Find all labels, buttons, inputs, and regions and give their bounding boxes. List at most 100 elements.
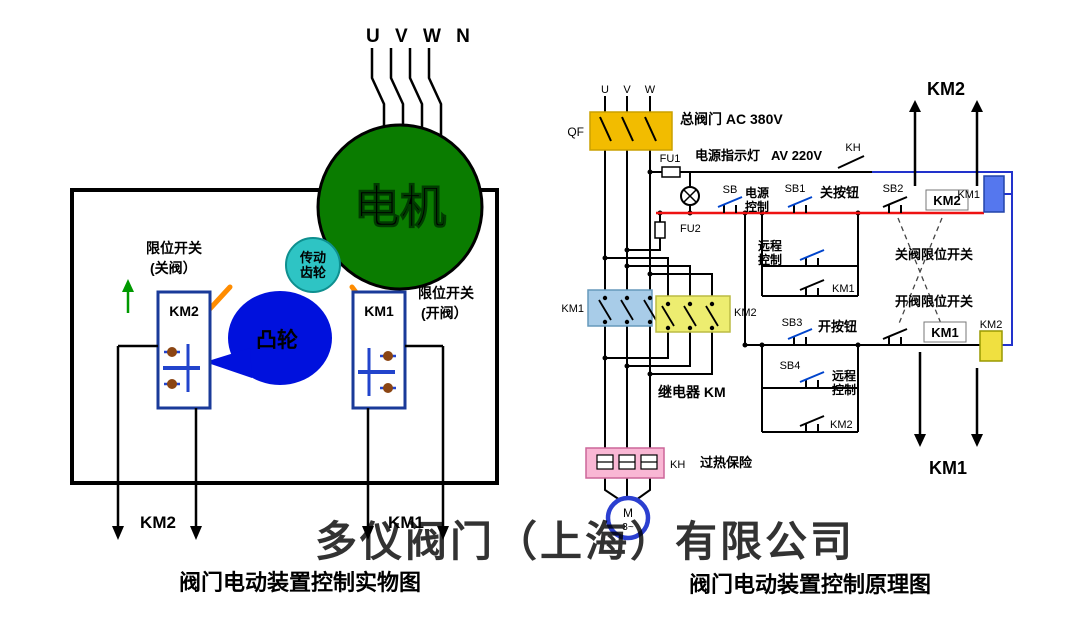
km1-hold-contact [799,279,825,296]
kh-top-label: KH [845,142,860,154]
remote2-line1: 远程 [832,368,856,383]
km2-coil [979,330,1003,362]
sb1-contact [787,196,813,213]
km2-hold-contact [799,415,825,432]
gear-label-line1: 传动 [299,250,326,265]
km1-coil-label: KM1 [957,189,980,201]
limit-open-label-line1: 限位开关 [418,285,474,301]
supply-wires [370,48,443,150]
sb2-contact [882,196,908,213]
km2-contact-dot1 [167,347,177,357]
km2-switch-box [156,290,212,410]
right-caption: 阀门电动装置控制原理图 [689,572,931,597]
phase-labels: U V W N [366,26,475,47]
remote1-contact [799,249,825,266]
thermal-label: 过热保险 [700,455,753,470]
kh-top-contact [837,155,865,169]
km1-coil [983,175,1005,213]
sch-phase-u: U [601,84,609,96]
sb-label: SB [723,184,738,196]
gear-label-line2: 齿轮 [300,265,326,280]
km2-hold-label: KM2 [830,419,853,431]
relay-label: 继电器 KM [658,384,726,400]
limit-open-label-line2: (开阀） [421,305,468,321]
km1-contact-dot2 [383,383,393,393]
sb2-label: SB2 [883,183,904,195]
km1-hold-label: KM1 [832,283,855,295]
return-line-blue [872,171,1013,346]
limit-close-label-line1: 限位开关 [146,240,202,256]
km1-interlock-label: KM1 [931,325,958,340]
sb3-label: SB3 [782,317,803,329]
fu2-label: FU2 [680,223,701,235]
km1-switch-box [351,290,407,410]
cam-label: 凸轮 [256,328,298,352]
output-wires [116,344,445,528]
fu1-fuse [661,166,681,178]
km2-interlock-box [925,189,969,211]
sch-phase-v: V [623,84,631,96]
close-limit-label: 关阀限位开关 [895,247,973,262]
km1-main-box [587,289,653,327]
qf-label: QF [567,125,584,139]
sb3-contact [787,328,813,345]
km2-top-label: KM2 [927,79,965,99]
gear-circle [285,237,341,293]
open-button-label: 开按钮 [818,319,857,334]
km2-main-contacts [661,301,719,331]
cam-shape [228,291,332,385]
km1-bottom-label: KM1 [929,458,967,478]
indicator-lamp-x [683,189,697,203]
km2-interlock-label: KM2 [933,193,960,208]
km2-arrow-2 [190,526,202,540]
km2-contact-dot2 [167,379,177,389]
left-physical-diagram: U V W N 电机 传动 齿轮 凸轮 KM2 KM1 [70,26,499,595]
km2-switch-label: KM2 [169,303,199,319]
mechanical-link-dashes [897,217,943,327]
km1-arrow-1 [362,526,374,540]
open-limit-label: 开阀限位开关 [895,294,973,309]
main-supply-label: 总阀门 AC 380V [680,111,783,127]
close-button-label: 关按钮 [820,185,859,200]
power-ctrl-line1: 电源 [745,185,769,200]
left-caption: 阀门电动装置控制实物图 [179,570,421,595]
open-limit-contact [882,328,908,345]
qf-breaker-box [589,111,673,151]
fu1-label: FU1 [660,153,681,165]
km2-up-arrows [909,100,983,186]
lamp-label: 电源指示灯 [695,148,760,163]
sb-contact [717,196,743,213]
sb4-label: SB4 [780,360,801,372]
km1-main-label: KM1 [561,303,584,315]
km1-interlock-box [923,321,967,343]
remote1-line2: 控制 [758,252,782,267]
cam-lobe [205,348,252,378]
sch-phase-w: W [645,84,656,96]
right-schematic-diagram: U V W QF [561,79,1013,597]
power-ctrl-line2: 控制 [745,199,769,214]
fu2-fuse [654,221,666,239]
remote2-line2: 控制 [832,382,856,397]
km1-switch-label: KM1 [364,303,394,319]
km2-arrow-1 [112,526,124,540]
thermal-elements [596,454,658,470]
schematic-motor-phase: 3~ [622,522,634,533]
km2-coil-label: KM2 [980,319,1003,331]
km1-main-contacts [598,295,657,325]
sb1-label: SB1 [785,183,806,195]
km1-down-arrows [914,352,983,447]
km1-contact-dot1 [383,351,393,361]
sb4-contact [799,371,825,388]
schematic-motor-m: M [623,506,633,520]
kh-label: KH [670,459,685,471]
qf-breaker-poles [599,116,657,142]
limit-close-label-line2: (关阀） [150,260,197,276]
km1-arrow-2 [437,526,449,540]
motor-label: 电机 [354,181,446,233]
schematic-motor [605,495,651,541]
motor-circle [316,123,484,291]
green-up-arrow-head [122,279,134,292]
km2-output-label: KM2 [140,513,176,532]
voltage-label: AV 220V [771,148,822,163]
